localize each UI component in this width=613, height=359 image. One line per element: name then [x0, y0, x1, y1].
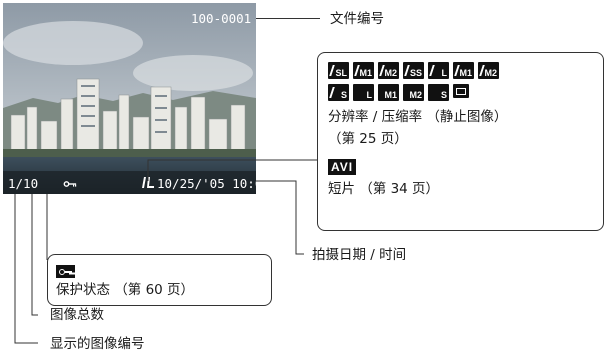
protection-callout-box: 保护状态 （第 60 页）	[47, 254, 272, 306]
resolution-m1-icon: M1	[378, 84, 399, 101]
datetime-leader	[256, 180, 304, 255]
total-images-leader	[31, 194, 38, 316]
protect-key-icon	[63, 181, 77, 187]
resolution-s-normal-icon: S	[328, 84, 349, 101]
total-images-label: 图像总数	[50, 307, 104, 323]
shooting-datetime-label: 拍摄日期 / 时间	[312, 247, 407, 263]
resolution-m1-fine-icon: M1	[353, 62, 374, 79]
protection-key-icon	[56, 265, 75, 278]
resolution-sl-fine-icon: SL	[328, 62, 349, 79]
resolution-callout-box: SL M1 M2 SS L M1 M2 S L M1 M2 S 分辨率 / 压缩…	[317, 52, 604, 231]
displayed-image-number-label: 显示的图像编号	[50, 336, 145, 352]
resolution-m1-normal-icon: M1	[453, 62, 474, 79]
date-time-display: 10/25/'05 10:00	[157, 176, 256, 191]
file-number-display: 100-0001	[191, 11, 252, 26]
movie-label: 短片 （第 34 页）	[328, 181, 440, 197]
resolution-icon-row-1: SL M1 M2 SS L M1 M2	[328, 62, 507, 79]
movie-avi-icon: AVI	[328, 159, 357, 175]
resolution-page-ref: （第 25 页）	[328, 131, 408, 147]
city-skyline-photo	[3, 3, 256, 194]
resolution-ss-fine-icon: SS	[403, 62, 424, 79]
resolution-sl-icon	[142, 177, 154, 188]
resolution-icon-row-2: S L M1 M2 S	[328, 84, 507, 101]
camera-lcd-screen: 100-0001 1/10 10/25/'05 10:00	[3, 3, 256, 194]
resolution-l-normal-icon: L	[428, 62, 449, 79]
resolution-m2-normal-icon: M2	[478, 62, 499, 79]
resolution-l-icon: L	[353, 84, 374, 101]
file-number-label: 文件编号	[330, 11, 384, 27]
resolution-s-icon: S	[428, 84, 449, 101]
postcard-icon	[453, 84, 469, 98]
protection-label: 保护状态 （第 60 页）	[56, 282, 195, 298]
resolution-m2-fine-icon: M2	[378, 62, 399, 79]
image-counter-display: 1/10	[8, 176, 39, 191]
resolution-m2-icon: M2	[403, 84, 424, 101]
resolution-compression-label: 分辨率 / 压缩率 （静止图像）	[328, 109, 508, 125]
image-number-leader	[14, 194, 38, 344]
